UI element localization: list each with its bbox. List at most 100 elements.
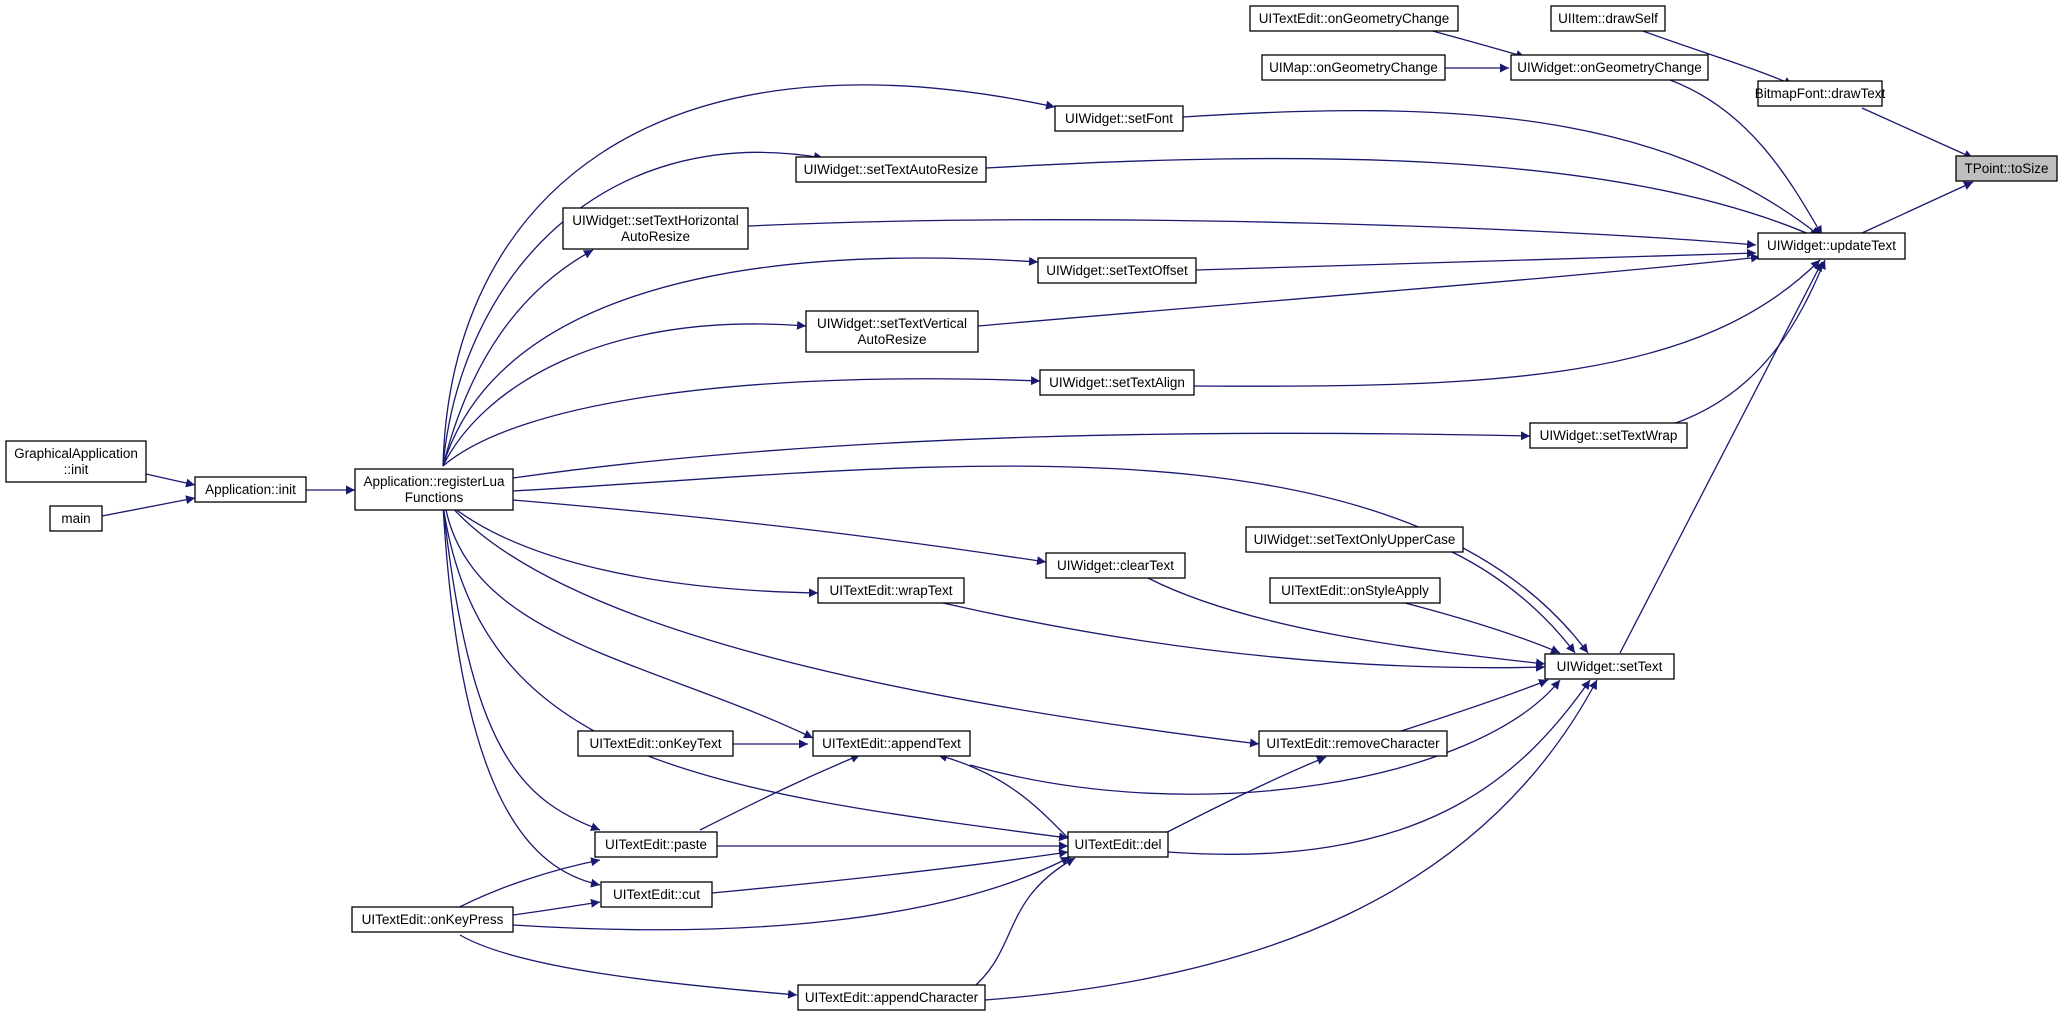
node-uiwidget-settext[interactable]: UIWidget::setText [1544,653,1675,680]
edge-reglua-to-settextvertical [442,320,807,467]
node-graphicalapplication-init[interactable]: GraphicalApplication ::init [5,440,147,483]
node-uiwidget-updatetext[interactable]: UIWidget::updateText [1757,232,1906,260]
node-uitextedit-onkeytext[interactable]: UITextEdit::onKeyText [577,730,734,757]
node-label: UIWidget::setFont [1065,111,1173,126]
edge-reglua-to-wraptext [449,504,819,598]
edge-settextautoresize-to-updatetext [985,157,1819,239]
edge-drawself-to-drawtext [1639,29,1794,86]
node-label-line1: UIWidget::setTextVertical [817,316,967,331]
node-label: UIWidget::setTextAlign [1049,375,1185,390]
node-uitextedit-appendcharacter[interactable]: UITextEdit::appendCharacter [797,984,986,1011]
node-uiitem-drawself[interactable]: UIItem::drawSelf [1550,5,1666,32]
node-uiwidget-settextwrap[interactable]: UIWidget::setTextWrap [1529,422,1688,449]
edge-onkeypress-to-cut [512,898,601,916]
node-label-line2: AutoResize [857,332,926,347]
node-uitextedit-paste[interactable]: UITextEdit::paste [594,831,718,858]
node-uiwidget-setfont[interactable]: UIWidget::setFont [1054,105,1184,132]
node-uiwidget-settextverticalautoresize[interactable]: UIWidget::setTextVertical AutoResize [805,310,979,353]
node-application-registerluafunctions[interactable]: Application::registerLua Functions [354,468,514,511]
node-label: UIWidget::setTextWrap [1540,428,1678,443]
node-uiwidget-cleartext[interactable]: UIWidget::clearText [1045,552,1186,579]
edge-settextvertical-to-updatetext [977,253,1761,327]
edge-updatetext-to-tosize [1861,181,1974,234]
node-label: UITextEdit::onKeyPress [362,912,504,927]
edge-reglua-to-settext [512,465,1589,654]
node-label: UITextEdit::appendText [822,736,961,751]
node-label: UIWidget::updateText [1767,238,1896,253]
edge-removecharacter-to-settext [1397,679,1549,733]
edge-reglua-to-appendtext [444,504,814,739]
node-label-line1: UIWidget::setTextHorizontal [572,213,739,228]
edge-del-to-removecharacter [1147,756,1327,843]
node-label: UIWidget::setTextOnlyUpperCase [1254,532,1456,547]
edge-onstyleapply-to-settext [1404,602,1561,654]
edge-textedit-geochange-to-widget-geochange [1428,29,1526,59]
node-label: UIMap::onGeometryChange [1269,60,1438,75]
node-uiwidget-settextoffset[interactable]: UIWidget::setTextOffset [1037,257,1197,284]
node-label: UITextEdit::removeCharacter [1266,736,1440,751]
edge-settextwrap-to-updatetext [1659,259,1826,429]
node-uimap-ongeometrychange[interactable]: UIMap::onGeometryChange [1261,54,1446,81]
node-label: UITextEdit::paste [605,837,707,852]
edge-reglua-to-paste [442,504,601,832]
node-label-line2: ::init [64,462,89,477]
node-label: UIItem::drawSelf [1558,11,1658,26]
node-label: UIWidget::clearText [1057,558,1174,573]
node-label: UITextEdit::del [1074,837,1161,852]
node-label: UITextEdit::onKeyText [589,736,721,751]
node-main[interactable]: main [49,505,103,532]
edge-settextoffset-to-updatetext [1195,248,1757,271]
node-bitmapfont-drawtext[interactable]: BitmapFont::drawText [1755,80,1886,107]
node-label: UITextEdit::onStyleApply [1281,583,1429,598]
node-label-line2: AutoResize [621,229,690,244]
node-uiwidget-ongeometrychange[interactable]: UIWidget::onGeometryChange [1510,54,1709,81]
edge-onkeypress-to-paste [449,857,601,913]
node-label-line1: GraphicalApplication [14,446,138,461]
edge-setfont-to-updatetext [1182,109,1821,237]
edge-setonlyuppercase-to-settext [1449,550,1576,654]
node-label: UIWidget::setTextOffset [1046,263,1188,278]
edge-del-to-settext [1167,679,1591,855]
node-label: main [61,511,90,526]
edge-main-to-appinit [101,495,196,517]
node-uiwidget-settexthorizontalautoresize[interactable]: UIWidget::setTextHorizontal AutoResize [562,207,749,250]
edge-onkeypress-to-del [512,856,1071,931]
node-uitextedit-onkeypress[interactable]: UITextEdit::onKeyPress [351,906,514,933]
edge-settext-to-updatetext [1619,261,1823,654]
node-label: UIWidget::onGeometryChange [1517,60,1702,75]
edge-reglua-to-removecharacter [449,504,1260,748]
node-label-line1: Application::registerLua [363,474,505,489]
edge-reglua-to-cleartext [512,499,1047,566]
edge-widget-geochange-to-updatetext [1669,79,1823,236]
node-uiwidget-settextonlyuppercase[interactable]: UIWidget::setTextOnlyUpperCase [1245,526,1464,553]
edge-settexthorizontal-to-updatetext [747,219,1757,249]
node-uitextedit-del[interactable]: UITextEdit::del [1067,831,1169,858]
node-application-init[interactable]: Application::init [194,476,307,503]
node-uitextedit-onstyleapply[interactable]: UITextEdit::onStyleApply [1269,577,1441,604]
node-uitextedit-cut[interactable]: UITextEdit::cut [600,881,713,908]
node-uiwidget-settextalign[interactable]: UIWidget::setTextAlign [1039,369,1195,396]
edge-reglua-to-cut [442,504,601,888]
node-label: UIWidget::setTextAutoResize [804,162,979,177]
edge-drawtext-to-tosize [1861,107,1974,159]
node-label: UIWidget::setText [1557,659,1663,674]
edge-reglua-to-setfont [442,84,1056,467]
node-label: UITextEdit::appendCharacter [805,990,979,1005]
node-tpoint-tosize[interactable]: TPoint::toSize [1955,155,2058,182]
edge-paste-to-appendtext [699,754,861,831]
edge-reglua-to-del [442,504,1069,842]
edge-appendtext-to-settext [969,679,1561,795]
edge-cleartext-to-settext [1147,577,1546,668]
node-uitextedit-wraptext[interactable]: UITextEdit::wrapText [817,577,965,604]
edge-appendcharacter-to-del [969,857,1076,991]
edge-wraptext-to-settext [942,602,1546,672]
edge-reglua-to-settexthorizontal [442,249,594,467]
node-uitextedit-appendtext[interactable]: UITextEdit::appendText [812,730,971,757]
node-uiwidget-settextautoresize[interactable]: UIWidget::setTextAutoResize [795,156,987,183]
edge-reglua-to-settextwrap [512,431,1531,479]
node-label: BitmapFont::drawText [1755,86,1886,101]
node-uitextedit-removecharacter[interactable]: UITextEdit::removeCharacter [1258,730,1448,757]
node-label: UITextEdit::wrapText [829,583,952,598]
node-uitextedit-ongeometrychange[interactable]: UITextEdit::onGeometryChange [1249,5,1459,32]
node-label-line2: Functions [405,490,464,505]
